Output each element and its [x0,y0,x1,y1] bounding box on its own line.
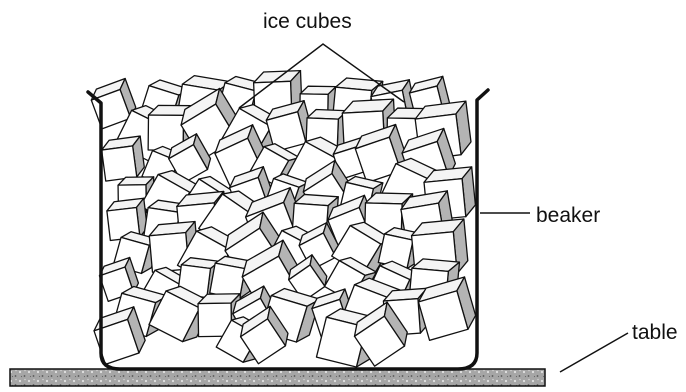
ice-cube-pile [88,71,478,370]
table-label: table [632,322,678,343]
beaker-label: beaker [536,205,600,226]
table [10,369,545,386]
ice-cube [100,136,145,181]
ice-cubes-label: ice cubes [263,11,352,32]
table-pointer [560,333,628,372]
